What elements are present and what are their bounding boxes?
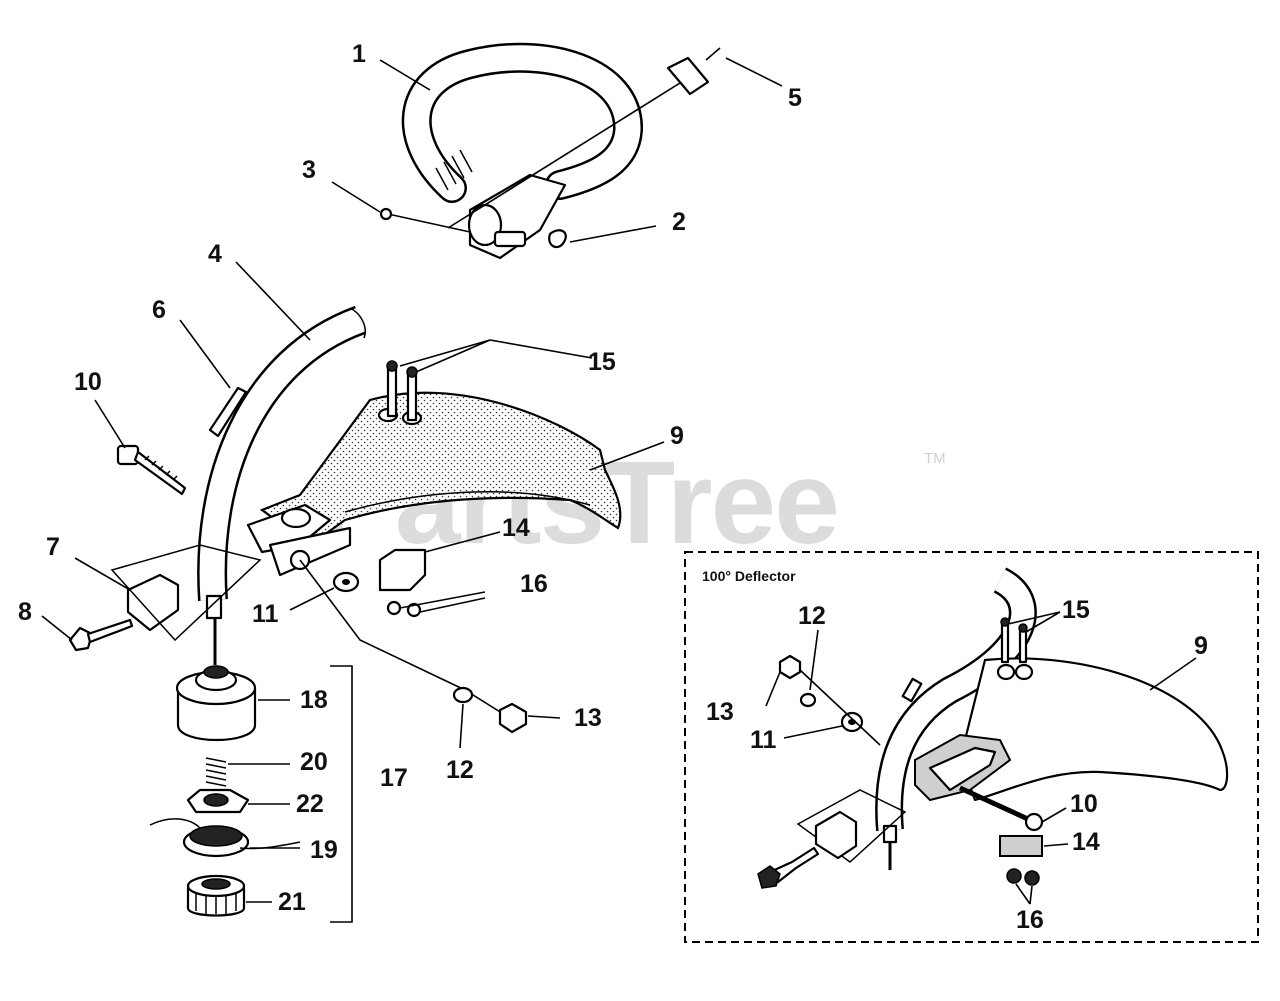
inset-nuts-16: [1006, 868, 1040, 886]
part-7-clip: [110, 544, 262, 642]
inset-callout-16: 16: [1016, 906, 1044, 934]
callout-1: 1: [352, 40, 366, 68]
part-12-13-nut: [299, 559, 528, 734]
callout-16: 16: [520, 570, 548, 598]
callout-15: 15: [588, 348, 616, 376]
inset-callout-10: 10: [1070, 790, 1098, 818]
callout-13: 13: [574, 704, 602, 732]
inset-washers: [778, 654, 881, 746]
callout-9: 9: [670, 422, 684, 450]
callout-8: 8: [18, 598, 32, 626]
inset-callout-9: 9: [1194, 632, 1208, 660]
inset-callout-15: 15: [1062, 596, 1090, 624]
inset-callout-13: 13: [706, 698, 734, 726]
callout-20: 20: [300, 748, 328, 776]
inset-bolt-10: [958, 785, 1044, 832]
callout-21: 21: [278, 888, 306, 916]
part-20-spring: [205, 757, 227, 787]
callout-6: 6: [152, 296, 166, 324]
callout-2: 2: [672, 208, 686, 236]
callout-18: 18: [300, 686, 328, 714]
part-5-cable: [447, 47, 721, 229]
callout-3: 3: [302, 156, 316, 184]
part-22-reel: [186, 788, 250, 814]
main-leaders: [41, 57, 783, 903]
part-4-shaft: [197, 305, 366, 665]
part-19-spool: [149, 818, 301, 858]
inset-shield: [958, 657, 1229, 802]
part-18-hub: [175, 665, 257, 741]
inset-100-deflector: 100° Deflector: [684, 551, 1259, 943]
inset-title: 100° Deflector: [702, 568, 796, 584]
callout-12: 12: [446, 756, 474, 784]
part-6-label: [208, 386, 248, 438]
watermark-trademark: TM: [924, 450, 946, 467]
callout-19: 19: [310, 836, 338, 864]
inset-callout-14: 14: [1072, 828, 1100, 856]
callout-14: 14: [502, 514, 530, 542]
inset-callout-11: 11: [750, 726, 777, 754]
callout-4: 4: [208, 240, 222, 268]
part-2-3-clamp: [379, 173, 567, 260]
part-10-bolt: [116, 444, 187, 496]
main-callouts: 1 2 3 4 5 6 7 8 9 10 11 12 13 14 15 16 1…: [18, 40, 802, 916]
part-21-knob: [186, 874, 246, 917]
part-11-washer: [332, 571, 360, 593]
inset-bracket: [914, 733, 1043, 857]
part-1-handle: [401, 42, 643, 203]
inset-border: [684, 551, 1259, 943]
inset-leaders: [765, 611, 1197, 905]
inset-screws-15: [1000, 617, 1028, 664]
part-8-bolt: [68, 618, 134, 652]
inset-shaft: [875, 567, 1037, 870]
callout-11: 11: [252, 600, 279, 628]
callout-22: 22: [296, 790, 324, 818]
callout-17: 17: [380, 764, 408, 792]
callout-10: 10: [74, 368, 102, 396]
part-16-nuts: [386, 591, 486, 618]
inset-clip: [757, 789, 907, 889]
part-17-bracket: [330, 665, 353, 923]
inset-callout-12: 12: [798, 602, 826, 630]
callout-7: 7: [46, 533, 60, 561]
part-15-screws: [386, 360, 418, 422]
callout-5: 5: [788, 84, 802, 112]
